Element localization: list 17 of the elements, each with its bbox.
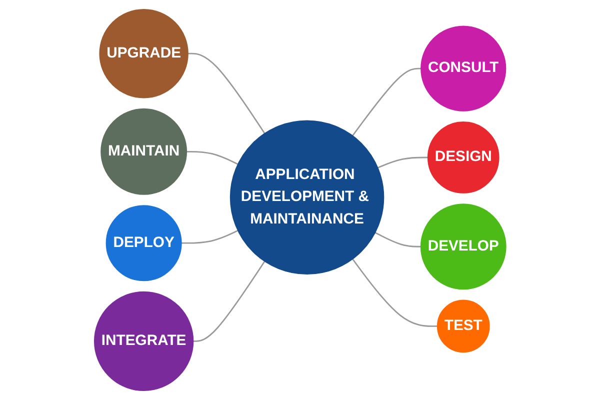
node-circle: TEST bbox=[436, 300, 490, 353]
connector bbox=[186, 150, 238, 165]
connector bbox=[352, 68, 421, 136]
node-circle: DEVELOP bbox=[420, 204, 506, 290]
connector bbox=[374, 232, 421, 248]
connector bbox=[188, 52, 266, 134]
connector bbox=[193, 260, 266, 342]
node-circle: DEPLOY bbox=[106, 205, 182, 282]
node-circle: MAINTAIN bbox=[100, 108, 187, 195]
node-circle: UPGRADE bbox=[99, 8, 188, 98]
node-circle: APPLICATION DEVELOPMENT & MAINTAINANCE bbox=[230, 120, 384, 274]
connector bbox=[352, 258, 438, 327]
node-circle: DESIGN bbox=[427, 122, 500, 194]
node-circle: INTEGRATE bbox=[94, 291, 194, 392]
connector bbox=[377, 156, 428, 168]
connector bbox=[181, 230, 238, 244]
node-circle: CONSULT bbox=[420, 26, 506, 112]
